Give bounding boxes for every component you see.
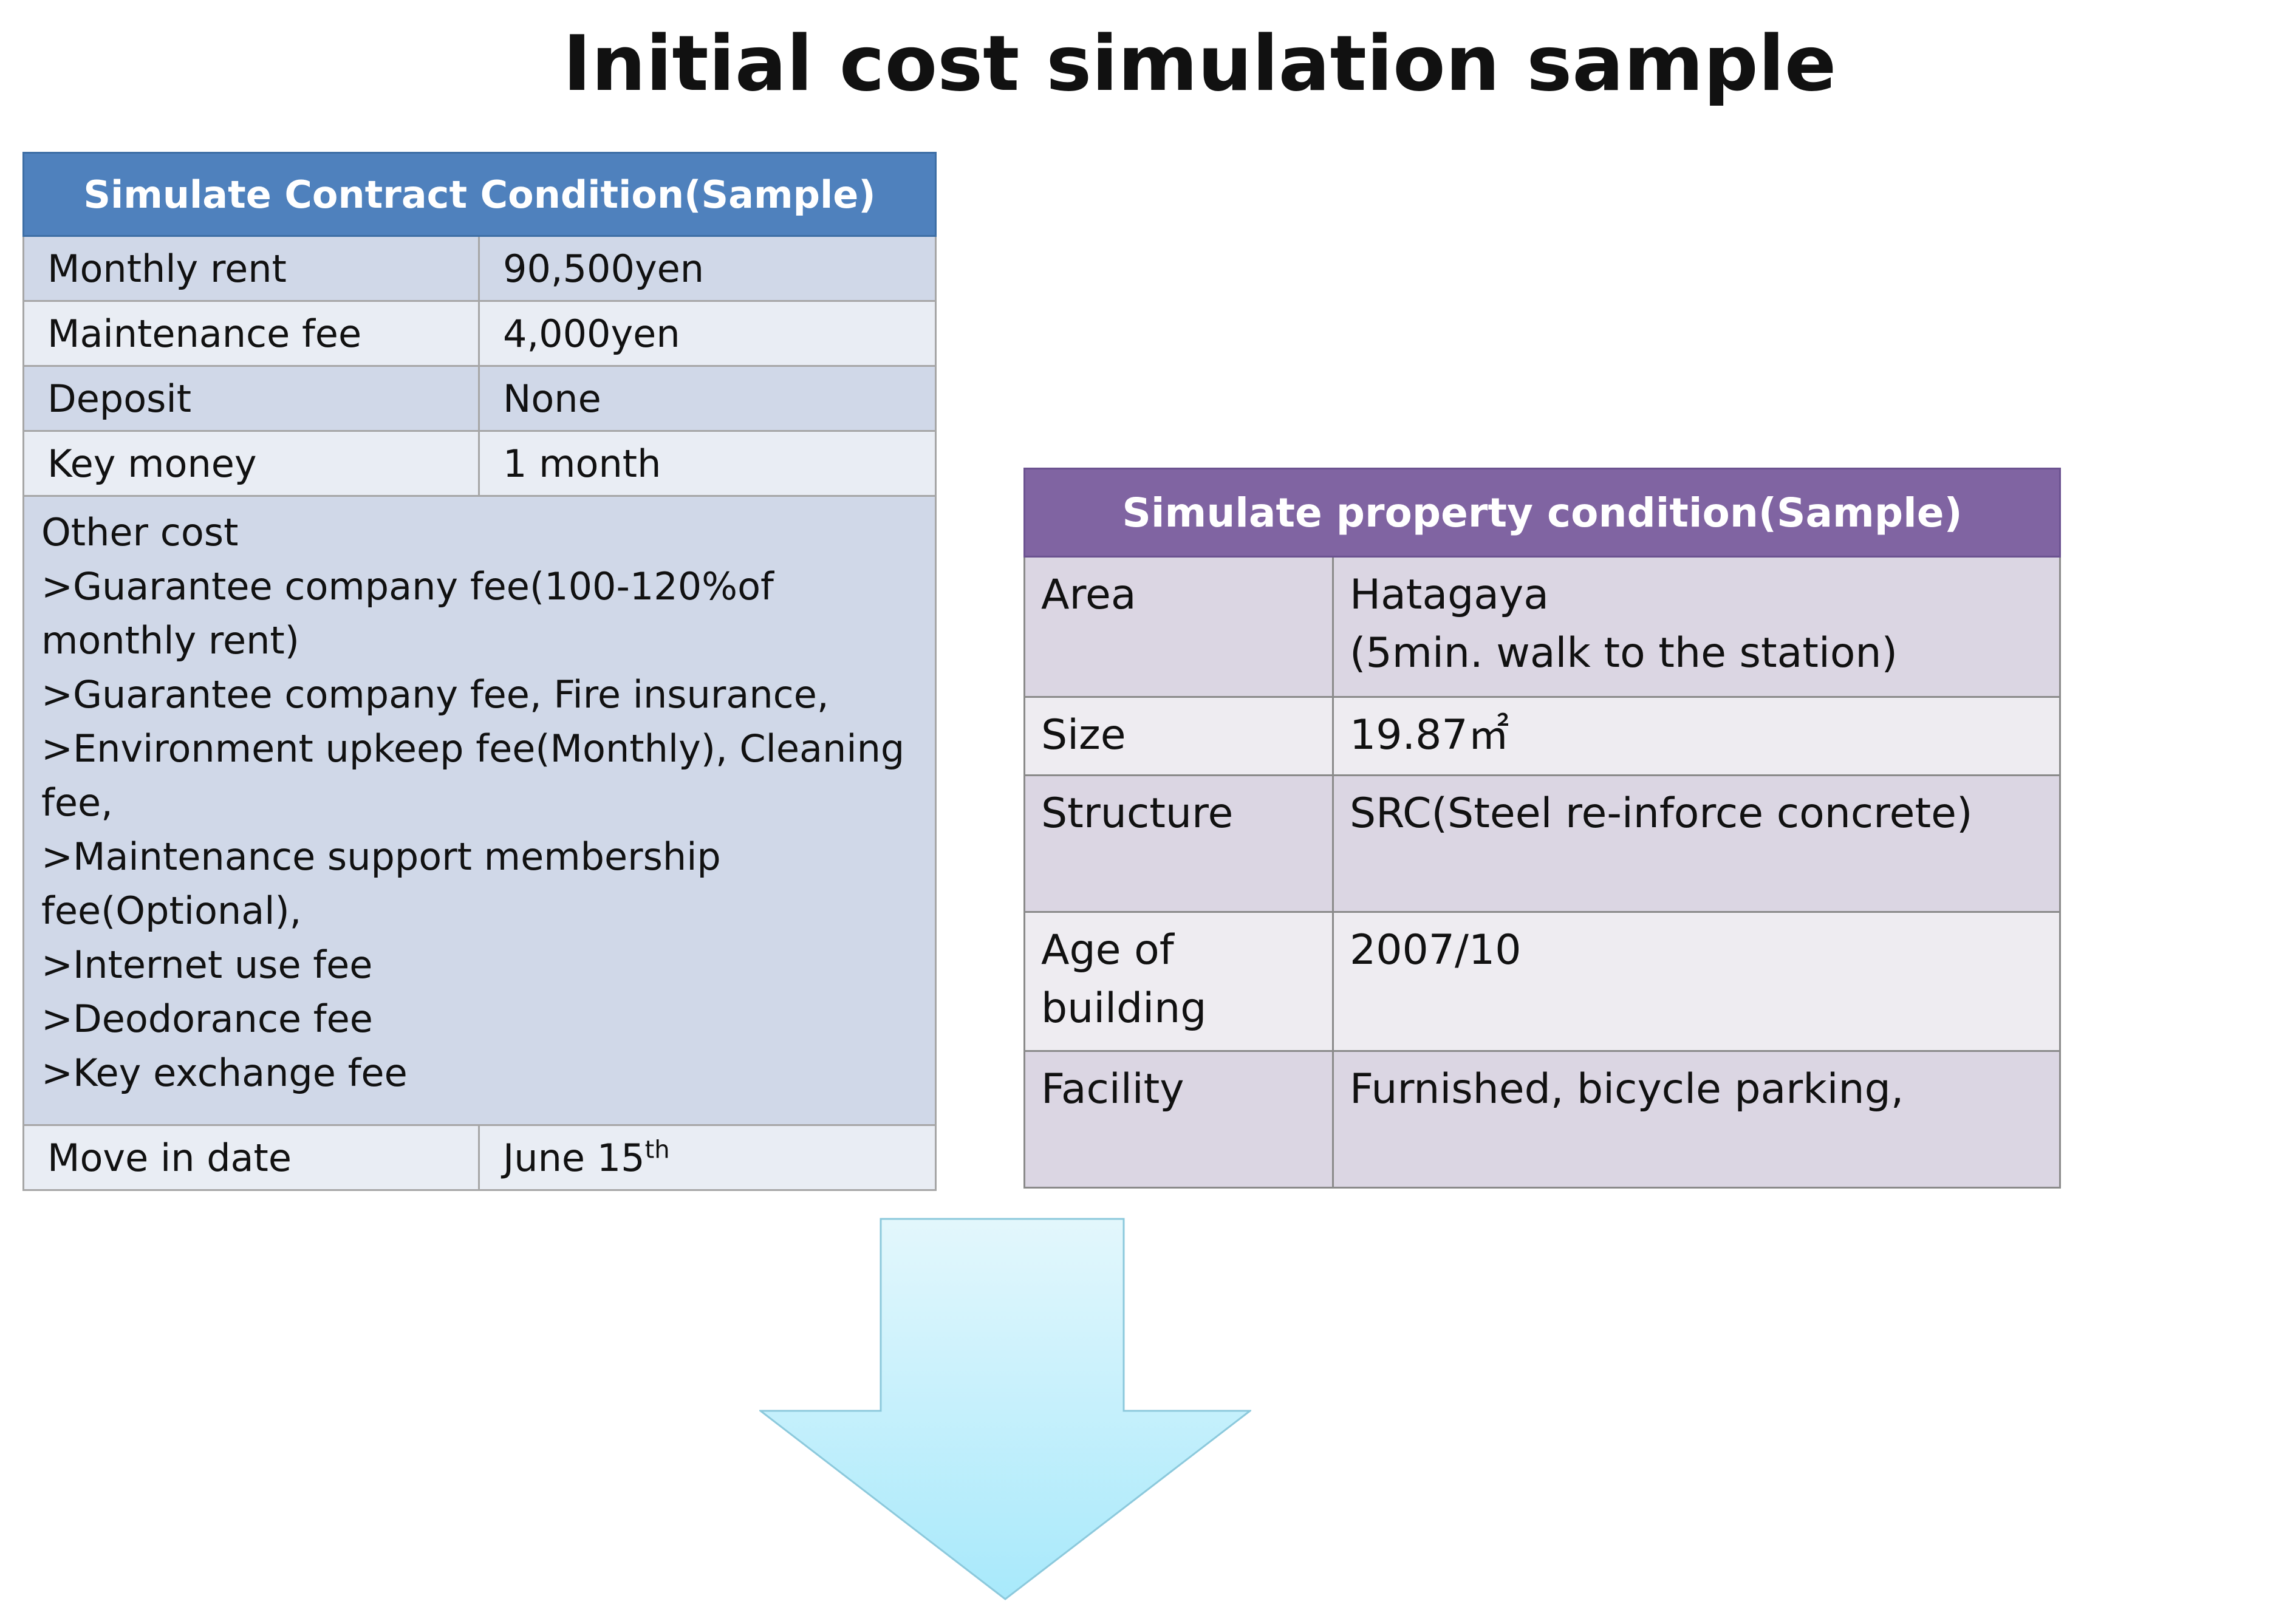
row-value: None bbox=[478, 365, 937, 432]
table-row: Area Hatagaya (5min. walk to the station… bbox=[1023, 556, 2062, 698]
row-label: Size bbox=[1023, 696, 1334, 776]
property-condition-table: Simulate property condition(Sample) Area… bbox=[1023, 468, 2062, 1189]
other-cost-row: Other cost >Guarantee company fee(100-12… bbox=[22, 495, 937, 1126]
row-value: SRC(Steel re-inforce concrete) bbox=[1331, 774, 2062, 913]
ordinal-suffix: th bbox=[644, 1135, 670, 1164]
row-value: 19.87㎡ bbox=[1331, 696, 2062, 776]
row-label: Monthly rent bbox=[22, 235, 480, 302]
table-row: Age of building 2007/10 bbox=[1023, 911, 2062, 1052]
other-cost-line: >Key exchange fee bbox=[41, 1051, 408, 1095]
row-label: Key money bbox=[22, 430, 480, 497]
property-table-header: Simulate property condition(Sample) bbox=[1023, 468, 2062, 558]
row-value: Hatagaya (5min. walk to the station) bbox=[1331, 556, 2062, 698]
table-row: Key money 1 month bbox=[22, 430, 937, 497]
other-cost-line: >Guarantee company fee(100-120%of monthl… bbox=[41, 564, 774, 663]
move-in-date-value: June 15th bbox=[478, 1124, 937, 1191]
row-label: Maintenance fee bbox=[22, 300, 480, 367]
table-row: Structure SRC(Steel re-inforce concrete) bbox=[1023, 774, 2062, 913]
other-cost-line: >Maintenance support membership fee(Opti… bbox=[41, 834, 721, 933]
area-access: (5min. walk to the station) bbox=[1350, 629, 1898, 677]
row-label: Structure bbox=[1023, 774, 1334, 913]
row-value: Furnished, bicycle parking, bbox=[1331, 1050, 2062, 1189]
label-line: Age of bbox=[1041, 926, 1174, 974]
other-cost-cell: Other cost >Guarantee company fee(100-12… bbox=[22, 495, 937, 1126]
row-label: Area bbox=[1023, 556, 1334, 698]
row-value: 4,000yen bbox=[478, 300, 937, 367]
other-cost-line: >Guarantee company fee, Fire insurance, bbox=[41, 672, 829, 717]
row-label: Age of building bbox=[1023, 911, 1334, 1052]
table-row: Deposit None bbox=[22, 365, 937, 432]
down-arrow-icon bbox=[759, 1218, 1251, 1600]
row-label: Move in date bbox=[22, 1124, 480, 1191]
row-label: Deposit bbox=[22, 365, 480, 432]
other-cost-line: >Internet use fee bbox=[41, 943, 373, 987]
table-row: Maintenance fee 4,000yen bbox=[22, 300, 937, 367]
other-cost-line: >Deodorance fee bbox=[41, 997, 373, 1041]
other-cost-line: Other cost bbox=[41, 510, 239, 554]
contract-table-header: Simulate Contract Condition(Sample) bbox=[22, 152, 937, 237]
area-name: Hatagaya bbox=[1350, 571, 1549, 619]
row-value: 2007/10 bbox=[1331, 911, 2062, 1052]
table-row: Move in date June 15th bbox=[22, 1124, 937, 1191]
contract-condition-table: Simulate Contract Condition(Sample) Mont… bbox=[22, 152, 937, 1191]
label-line: building bbox=[1041, 984, 1207, 1032]
table-row: Monthly rent 90,500yen bbox=[22, 235, 937, 302]
page-title: Initial cost simulation sample bbox=[562, 19, 1837, 108]
row-value: 1 month bbox=[478, 430, 937, 497]
table-row: Size 19.87㎡ bbox=[1023, 696, 2062, 776]
date-text: June 15 bbox=[503, 1135, 645, 1180]
row-label: Facility bbox=[1023, 1050, 1334, 1189]
table-row: Facility Furnished, bicycle parking, bbox=[1023, 1050, 2062, 1189]
other-cost-line: >Environment upkeep fee(Monthly), Cleani… bbox=[41, 726, 905, 825]
row-value: 90,500yen bbox=[478, 235, 937, 302]
